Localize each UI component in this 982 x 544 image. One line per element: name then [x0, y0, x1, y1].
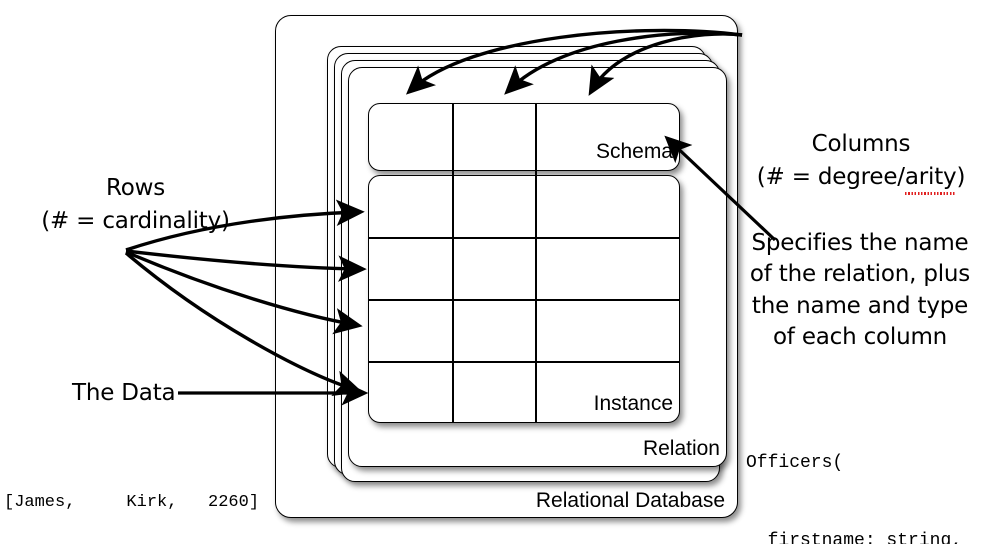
columns-annotation-line1: Columns	[811, 131, 911, 157]
column-divider-1	[452, 104, 454, 422]
columns-annotation-line2-pre: (# = degree/	[756, 163, 905, 190]
schema-code-line2: firstname: string,	[746, 528, 962, 544]
relation-label: Relation	[642, 437, 720, 460]
schema-note-line3: the name and type	[751, 292, 969, 319]
schema-note-line1: Specifies the name	[751, 230, 969, 256]
rows-annotation-line2: (# = cardinality)	[41, 207, 230, 234]
schema-label: Schema	[595, 140, 673, 163]
row-divider-2	[369, 299, 679, 301]
columns-annotation-line2: (# = degree/arity)	[742, 161, 980, 195]
schema-code-block: Officers( firstname: string, lastname: s…	[746, 398, 962, 544]
schema-note-line2: of the relation, plus	[749, 261, 971, 288]
schema-code-line2-rest: : string,	[864, 531, 963, 544]
schema-note-line4: of each column	[772, 323, 948, 350]
instance-label: Instance	[593, 392, 673, 415]
row-divider-3	[369, 361, 679, 363]
row-divider-1	[369, 237, 679, 239]
rows-annotation: Rows (# = cardinality)	[8, 172, 263, 237]
tuple-row: [James, Kirk, 2260]	[4, 493, 260, 512]
rows-annotation-line1: Rows	[105, 175, 165, 201]
column-divider-2	[535, 104, 537, 422]
schema-code-line1: Officers(	[746, 453, 844, 473]
tuple-data-block: [James, Kirk, 2260] [Jean Luc, Picard, 2…	[4, 447, 259, 544]
relational-database-label: Relational Database	[535, 489, 725, 512]
the-data-annotation: The Data	[72, 380, 176, 406]
schema-code-line2-indent	[746, 531, 768, 544]
schema-code-misspelled-word: firstname	[768, 528, 865, 544]
columns-annotation-misspelled-word: arity	[904, 161, 957, 195]
columns-annotation: Columns (# = degree/arity)	[742, 128, 980, 195]
schema-box	[368, 103, 680, 171]
columns-annotation-line2-post: )	[956, 163, 966, 190]
schema-note-annotation: Specifies the name of the relation, plus…	[738, 228, 982, 353]
